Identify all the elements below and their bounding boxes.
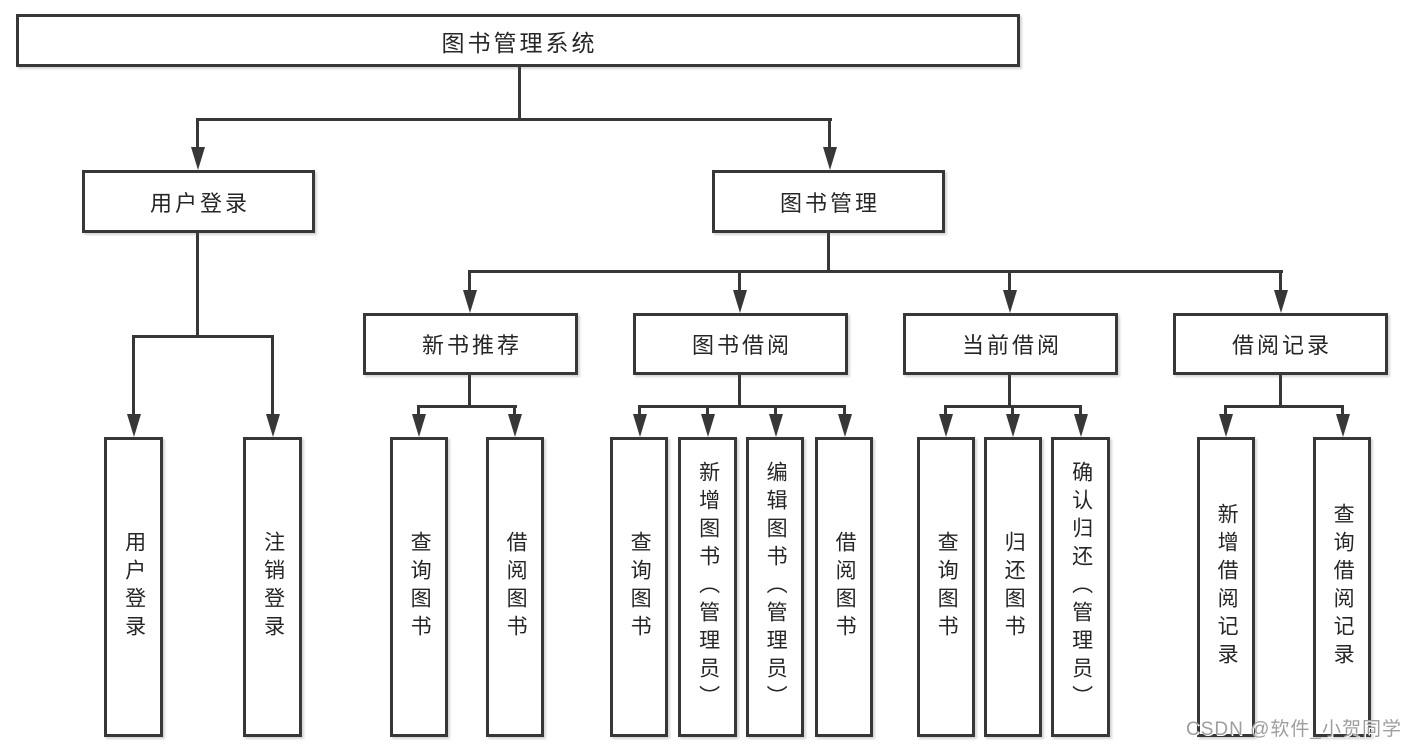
connector-line	[1279, 270, 1282, 294]
leaf-user-login: 用户登录	[104, 437, 163, 737]
leaf-logout: 注销登录	[243, 437, 302, 737]
arrowhead-down-icon	[463, 290, 477, 313]
leaf-recommend-borrow-books: 借阅图书	[486, 437, 544, 737]
node-user-login: 用户登录	[82, 170, 315, 233]
connector-line	[468, 270, 471, 294]
connector-line	[417, 405, 517, 408]
arrowhead-down-icon	[823, 147, 837, 170]
connector-line	[738, 374, 741, 407]
connector-line	[774, 405, 777, 420]
connector-line	[1008, 270, 1011, 294]
connector-line	[196, 118, 832, 121]
connector-line	[1279, 374, 1282, 407]
connector-line	[417, 405, 420, 420]
arrowhead-down-icon	[127, 414, 141, 437]
connector-line	[827, 232, 830, 273]
leaf-current-query-books: 查询图书	[917, 437, 975, 737]
connector-line	[196, 118, 199, 152]
connector-line	[944, 405, 947, 420]
arrowhead-down-icon	[633, 414, 647, 437]
connector-line	[1008, 374, 1011, 407]
node-root: 图书管理系统	[16, 14, 1020, 67]
arrowhead-down-icon	[769, 414, 783, 437]
connector-line	[468, 374, 471, 407]
arrowhead-down-icon	[412, 414, 426, 437]
connector-line	[1011, 405, 1014, 420]
arrowhead-down-icon	[1274, 290, 1288, 313]
connector-line	[196, 232, 199, 337]
leaf-borrow-edit-books-admin: 编辑图书（管理员）	[746, 437, 804, 737]
connector-line	[1224, 405, 1227, 420]
arrowhead-down-icon	[191, 147, 205, 170]
arrowhead-down-icon	[939, 414, 953, 437]
arrowhead-down-icon	[838, 414, 852, 437]
connector-line	[132, 335, 135, 419]
arrowhead-down-icon	[266, 414, 280, 437]
node-book-management: 图书管理	[712, 170, 945, 233]
leaf-current-confirm-return-admin: 确认归还（管理员）	[1051, 437, 1110, 737]
node-borrow-records: 借阅记录	[1173, 313, 1388, 375]
leaf-recommend-query-books: 查询图书	[390, 437, 448, 737]
leaf-records-query-borrow-record: 查询借阅记录	[1313, 437, 1371, 737]
connector-line	[843, 405, 846, 420]
node-new-book-recommend: 新书推荐	[363, 313, 578, 375]
connector-line	[1079, 405, 1082, 420]
connector-line	[1341, 405, 1344, 420]
connector-line	[132, 335, 274, 338]
arrowhead-down-icon	[733, 290, 747, 313]
leaf-records-add-borrow-record: 新增借阅记录	[1197, 437, 1255, 737]
leaf-borrow-add-books-admin: 新增图书（管理员）	[678, 437, 737, 737]
node-book-borrow: 图书借阅	[633, 313, 848, 375]
node-current-borrow: 当前借阅	[903, 313, 1118, 375]
arrowhead-down-icon	[1003, 290, 1017, 313]
leaf-borrow-borrow-books: 借阅图书	[815, 437, 873, 737]
connector-line	[828, 118, 831, 152]
connector-line	[468, 270, 1283, 273]
arrowhead-down-icon	[1006, 414, 1020, 437]
connector-line	[706, 405, 709, 420]
arrowhead-down-icon	[508, 414, 522, 437]
connector-line	[513, 405, 516, 420]
arrowhead-down-icon	[1074, 414, 1088, 437]
leaf-current-return-books: 归还图书	[984, 437, 1042, 737]
connector-line	[638, 405, 846, 408]
csdn-watermark: CSDN @软件_小贺同学	[1186, 719, 1402, 740]
connector-line	[638, 405, 641, 420]
arrowhead-down-icon	[701, 414, 715, 437]
connector-line	[738, 270, 741, 294]
connector-line	[518, 66, 521, 120]
connector-line	[271, 335, 274, 419]
arrowhead-down-icon	[1219, 414, 1233, 437]
leaf-borrow-query-books: 查询图书	[610, 437, 668, 737]
connector-line	[1224, 405, 1344, 408]
arrowhead-down-icon	[1336, 414, 1350, 437]
